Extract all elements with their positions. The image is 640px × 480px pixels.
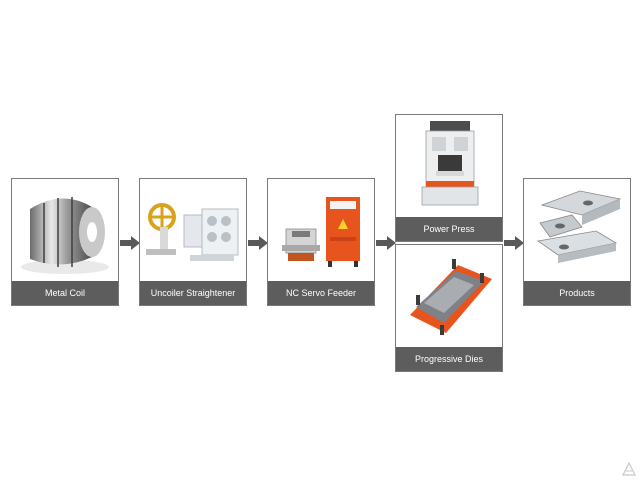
step-label: Uncoiler Straightener [140,281,246,305]
step-uncoiler-straightener: Uncoiler Straightener [139,178,247,306]
arrow-right-icon [248,236,268,250]
step-label: Power Press [396,217,502,241]
steel-coil-icon [21,197,109,274]
step-label: Metal Coil [12,281,118,305]
uncoiler-machine-icon [146,203,239,261]
watermark-icon [622,462,636,476]
metal-parts-icon [536,190,622,263]
step-metal-coil: Metal Coil [11,178,119,306]
arrow-right-icon [120,236,140,250]
step-label: Products [524,281,630,305]
step-label: NC Servo Feeder [268,281,374,305]
power-press-icon [421,121,479,206]
die-icon [410,259,492,335]
step-power-press: Power Press [395,114,503,242]
servo-feeder-icon [282,197,360,267]
step-products: Products [523,178,631,306]
step-label: Progressive Dies [396,347,502,371]
step-progressive-dies: Progressive Dies [395,244,503,372]
arrow-right-icon [504,236,524,250]
arrow-right-icon [376,236,396,250]
step-nc-servo-feeder: NC Servo Feeder [267,178,375,306]
